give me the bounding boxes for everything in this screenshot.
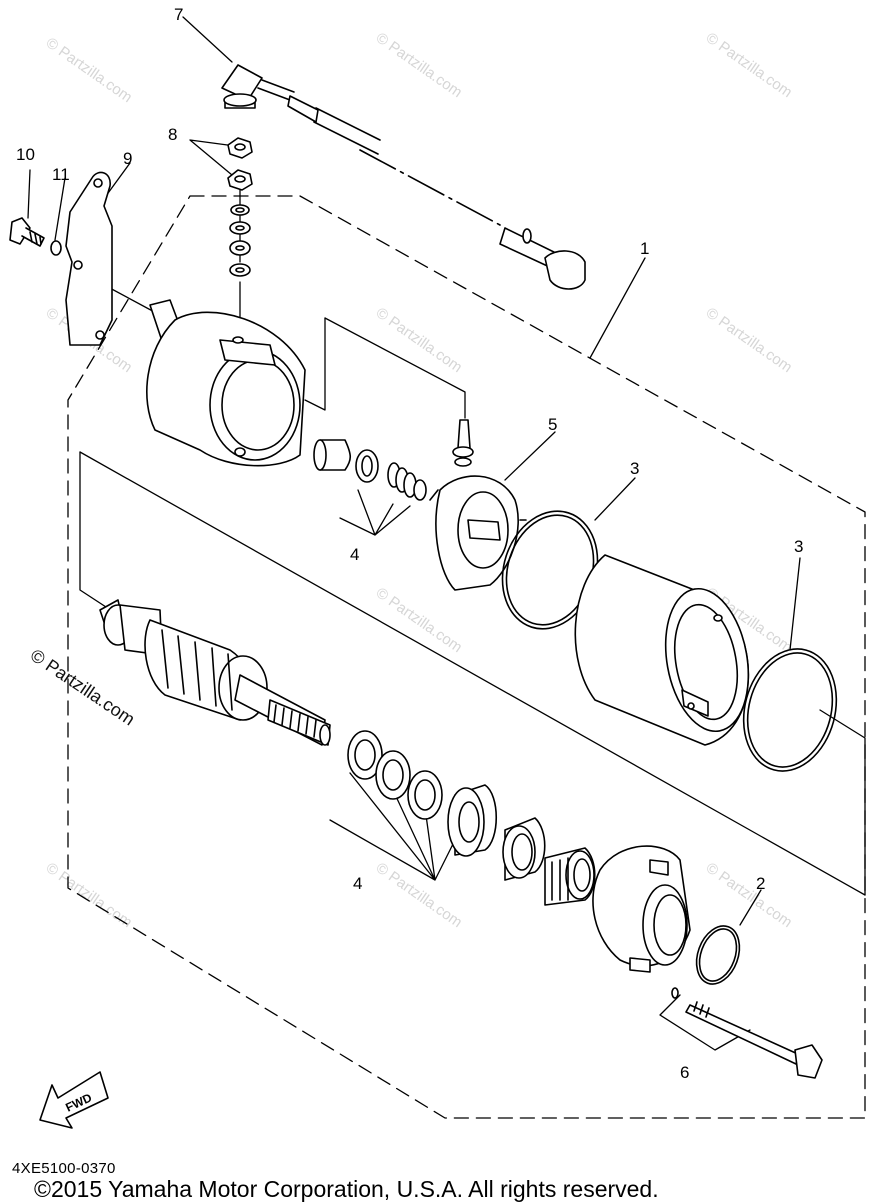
yoke	[574, 554, 750, 746]
callout-5: 5	[548, 415, 557, 434]
svg-text:© Partzilla.com: © Partzilla.com	[43, 34, 136, 106]
bracket-hole-icon	[73, 260, 83, 270]
callout-4b: 4	[353, 874, 362, 893]
callout-3b: 3	[794, 537, 803, 556]
oil-seal	[447, 784, 498, 857]
diagram-code: 4XE5100-0370	[12, 1160, 116, 1177]
copyright-notice: ©2015 Yamaha Motor Corporation, U.S.A. A…	[34, 1176, 659, 1202]
brush-holder-part-5	[429, 475, 527, 591]
nuts-washers-part-8	[227, 137, 253, 277]
washer-kit-lower-part-4	[347, 730, 443, 820]
terminal-bolt	[452, 419, 474, 467]
assembly-boundary	[67, 195, 866, 1119]
bushing	[502, 817, 546, 881]
svg-text:© Partzilla.com: © Partzilla.com	[703, 29, 796, 101]
bolt-set-part-6	[671, 987, 823, 1079]
svg-text:© Partzilla.com: © Partzilla.com	[373, 304, 466, 376]
svg-text:© Partzilla.com: © Partzilla.com	[373, 584, 466, 656]
bolt-part-10	[9, 217, 45, 247]
callout-2: 2	[756, 874, 765, 893]
callouts: 1 2 3 3 4 4 5 6 7 8 9 10 11	[16, 5, 803, 1082]
washer-part-11	[50, 240, 62, 256]
bracket-hole-icon	[93, 178, 103, 188]
bracket-hole-icon	[95, 330, 105, 340]
armature	[99, 599, 331, 746]
needle-bearing	[544, 847, 596, 906]
callout-4a: 4	[350, 545, 359, 564]
rear-cover	[592, 845, 691, 973]
svg-text:© Partzilla.com: © Partzilla.com	[703, 859, 796, 931]
callout-1: 1	[640, 239, 649, 258]
fwd-arrow-icon: FWD	[39, 1071, 109, 1129]
bracket-part-9	[65, 171, 113, 346]
svg-text:© Partzilla.com: © Partzilla.com	[703, 304, 796, 376]
o-ring-part-3-right	[742, 648, 838, 772]
front-cover	[146, 299, 306, 467]
brush-kit-upper-part-4	[313, 439, 427, 501]
callout-10: 10	[16, 145, 35, 164]
callout-3a: 3	[630, 459, 639, 478]
callout-6: 6	[680, 1063, 689, 1082]
callout-7: 7	[174, 5, 183, 24]
o-ring-part-2	[695, 925, 741, 985]
callout-9: 9	[123, 149, 132, 168]
callout-11: 11	[52, 165, 70, 184]
callout-8: 8	[168, 125, 177, 144]
lead-wire-part-7	[221, 64, 586, 290]
svg-text:© Partzilla.com: © Partzilla.com	[373, 29, 466, 101]
